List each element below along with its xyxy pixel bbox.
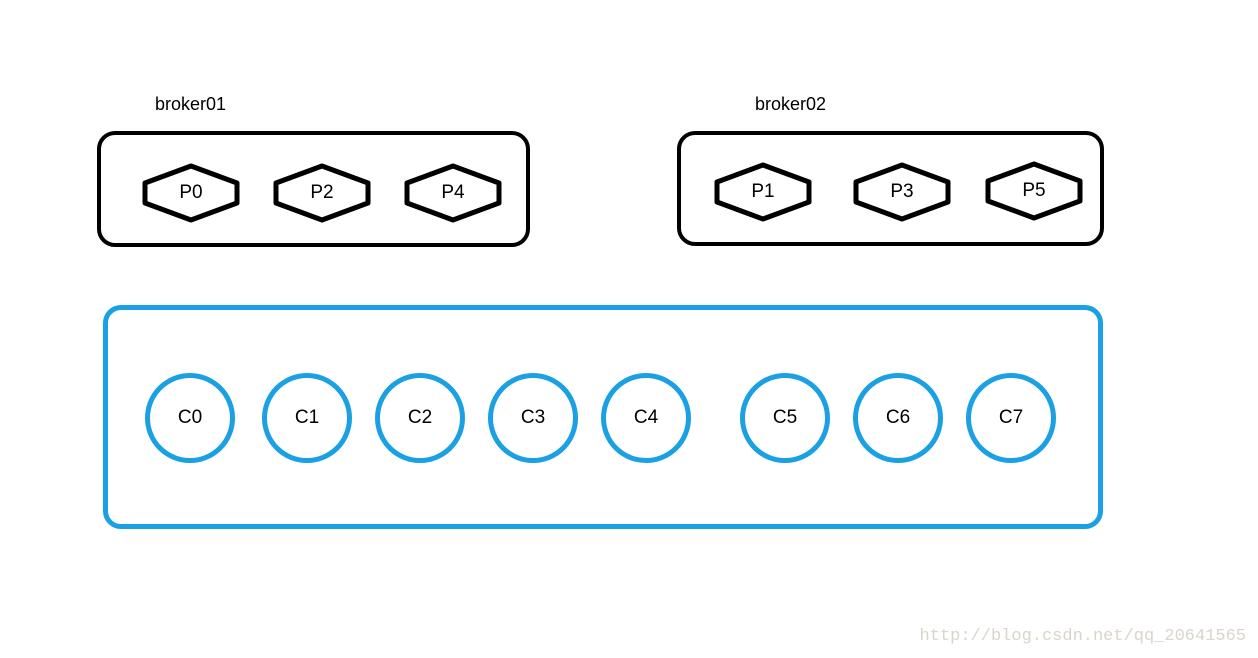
broker02-label: broker02 [755, 94, 827, 114]
partition-p2: P2 [272, 162, 372, 224]
consumer-c0: C0 [145, 373, 235, 463]
watermark: http://blog.csdn.net/qq_20641565 [919, 627, 1246, 646]
hexagon-shape [404, 163, 502, 223]
hexagon-shape [985, 161, 1083, 221]
hexagon-shape [853, 162, 951, 222]
hexagon-shape [142, 163, 240, 223]
partition-p3: P3 [852, 161, 952, 223]
partition-p1: P1 [713, 161, 813, 223]
partition-p4: P4 [403, 162, 503, 224]
partition-label: P0 [179, 182, 203, 203]
consumer-c2: C2 [375, 373, 465, 463]
partition-p5: P5 [984, 160, 1084, 222]
consumer-c5: C5 [740, 373, 830, 463]
consumer-c4: C4 [601, 373, 691, 463]
partition-p0: P0 [141, 162, 241, 224]
partition-label: P5 [1022, 180, 1046, 201]
consumer-c6: C6 [853, 373, 943, 463]
consumer-c3: C3 [488, 373, 578, 463]
broker01-label: broker01 [155, 94, 227, 114]
partition-label: P4 [441, 182, 465, 203]
partition-label: P1 [751, 181, 775, 202]
consumer-c1: C1 [262, 373, 352, 463]
consumer-c7: C7 [966, 373, 1056, 463]
partition-label: P2 [310, 182, 334, 203]
partition-label: P3 [890, 181, 914, 202]
hexagon-shape [714, 162, 812, 222]
hexagon-shape [273, 163, 371, 223]
